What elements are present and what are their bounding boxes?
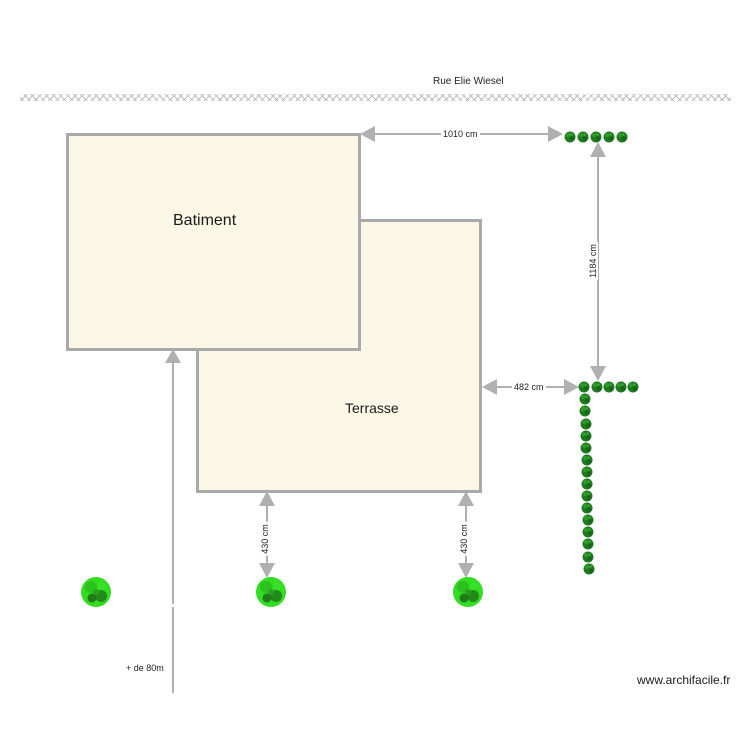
batiment-label: Batiment (173, 212, 237, 229)
street-name-label: Rue Elie Wiesel (433, 76, 504, 87)
hedge-top (564, 131, 628, 143)
dimension-430-left-label: 430 cm (259, 522, 270, 556)
hedge-vertical-column (579, 393, 595, 575)
dimension-482-label: 482 cm (512, 382, 546, 392)
batiment-room[interactable]: Batiment (66, 133, 361, 351)
bush-icon (81, 577, 111, 607)
dimension-430-right-label: 430 cm (458, 522, 469, 556)
dimension-1010-label: 1010 cm (441, 129, 480, 139)
long-distance-label: + de 80m (124, 663, 166, 673)
dimension-long-distance (165, 349, 181, 693)
hedge-middle-row (578, 381, 639, 393)
dimension-1184 (590, 142, 606, 381)
terrasse-label: Terrasse (345, 400, 399, 416)
archifacile-credit[interactable]: www.archifacile.fr (637, 673, 731, 687)
bush-icon (453, 577, 483, 607)
dimension-1184-label: 1184 cm (587, 242, 598, 280)
street-boundary-line (20, 94, 731, 101)
bush-icon (256, 577, 286, 607)
